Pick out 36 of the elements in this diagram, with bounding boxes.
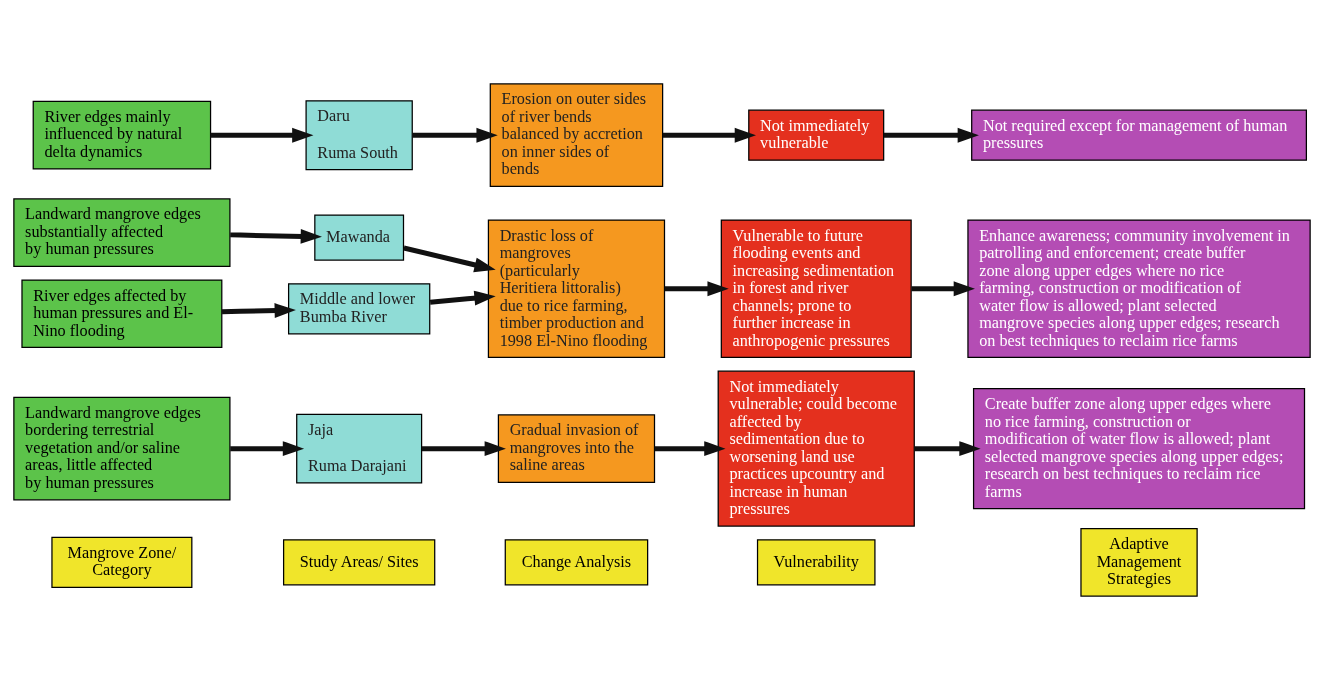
node-box: River edges mainly influenced by natural delta dynamics <box>32 100 212 170</box>
arrow <box>914 441 981 457</box>
node-box: Erosion on outer sides of river bends balanced by accretion on inner sides of bends <box>489 83 664 188</box>
node-box: Study Areas/ Sites <box>283 539 436 586</box>
arrow <box>429 290 496 306</box>
node-box: Gradual invasion of mangroves into the saline areas <box>497 414 656 483</box>
arrow <box>883 127 979 143</box>
node-box: Drastic loss of mangroves (particularly Heritiera littoralis) due to rice farming, timber production and 1998 El-Nino flooding <box>487 219 666 359</box>
arrow <box>911 281 975 297</box>
node-box: Vulnerability <box>756 539 876 586</box>
node-box: Adaptive Management Strategies <box>1080 527 1198 597</box>
node-box: Landward mangrove edges substantially affected by human pressures <box>13 198 231 267</box>
arrow <box>210 127 314 143</box>
node-box: Vulnerable to future flooding events and increasing sedimentation in forest and river channels; prone to further increase in anthropogenic pressures <box>720 219 912 359</box>
node-box: River edges affected by human pressures and El-Nino flooding <box>21 279 223 349</box>
arrow <box>412 127 498 143</box>
node-box: Not immediately vulnerable <box>748 109 885 161</box>
node-box: Mangrove Zone/ Category <box>51 536 193 588</box>
arrow <box>654 441 726 457</box>
node-box: Change Analysis <box>504 539 649 586</box>
node-box: Create buffer zone along upper edges where no rice farming, construction or modification of water flow is allowed; plant selected mangrove species along upper edges; research on best techniques to reclaim rice farms <box>972 388 1306 510</box>
arrow <box>221 303 296 318</box>
arrow <box>230 441 305 457</box>
node-box: Not immediately vulnerable; could become affected by sedimentation due to worsening land use practices upcountry and increase in human pressures <box>717 370 915 527</box>
arrow <box>403 245 496 273</box>
node-box: Not required except for management of human pressures <box>971 109 1307 161</box>
node-box: Landward mangrove edges bordering terrestrial vegetation and/or saline areas, little affected by human pressures <box>13 396 231 501</box>
arrow <box>421 441 506 457</box>
node-box: Enhance awareness; community involvement in patrolling and enforcement; create buffer zone along upper edges where no rice farming, construction or modification of water flow is allowed; plant selected mangrove species along upper edges; research on best techniques to reclaim rice farms <box>967 219 1311 359</box>
arrow <box>664 281 729 297</box>
node-box: Mawanda <box>314 214 405 261</box>
arrow <box>662 127 756 143</box>
node-box: Daru Ruma South <box>305 100 413 171</box>
arrow <box>230 228 322 244</box>
node-box: Jaja Ruma Darajani <box>296 413 423 484</box>
node-box: Middle and lower Bumba River <box>288 283 431 335</box>
